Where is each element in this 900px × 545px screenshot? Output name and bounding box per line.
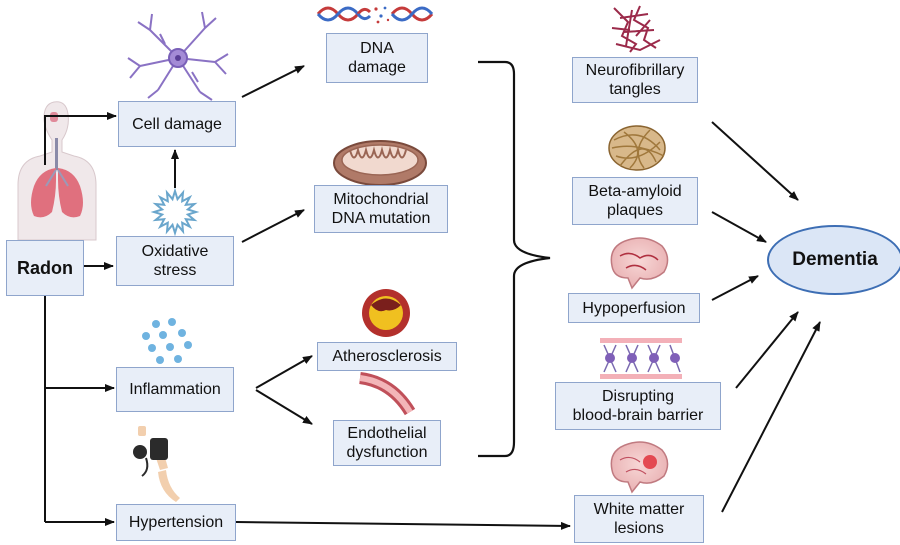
white-matter-line-2: lesions <box>614 520 664 537</box>
hypertension-box: Hypertension <box>116 504 236 541</box>
oxidative-stress-line-2: stress <box>153 262 197 279</box>
brain-lesion-icon <box>610 441 669 494</box>
hypoperfusion-box: Hypoperfusion <box>568 293 700 323</box>
inflammation-box: Inflammation <box>116 367 234 412</box>
white-matter-box: White matter lesions <box>574 495 704 543</box>
arrow-inflammation-endo <box>255 389 313 425</box>
arrow-amyloid-dementia <box>711 211 767 243</box>
human-lungs-icon <box>17 101 97 241</box>
arrow-inflammation-athero <box>255 355 313 389</box>
atherosclerosis-box: Atherosclerosis <box>317 342 457 371</box>
neurofibrillary-line-2: tangles <box>609 81 661 98</box>
neuron-icon <box>127 11 229 101</box>
radon-box: Radon <box>6 240 84 296</box>
bbb-line-1: Disrupting <box>601 388 675 405</box>
atherosclerosis-label: Atherosclerosis <box>332 348 442 365</box>
inflammation-label: Inflammation <box>129 381 221 398</box>
grouping-brace <box>478 60 551 458</box>
arrow-oxidative-mito <box>241 209 305 243</box>
endothelial-line-1: Endothelial <box>347 425 427 442</box>
arrow-hypoperfusion-dementia <box>711 275 759 301</box>
oxidative-stress-box: Oxidative stress <box>116 236 234 286</box>
cell-damage-label: Cell damage <box>132 115 222 133</box>
blood-brain-barrier-icon <box>600 338 682 379</box>
dna-helix-icon <box>316 6 434 24</box>
neurofibrillary-box: Neurofibrillary tangles <box>572 57 698 103</box>
dna-damage-line-1: DNA <box>360 40 394 57</box>
endothelial-line-2: dysfunction <box>346 444 428 461</box>
mitochondrial-box: Mitochondrial DNA mutation <box>314 185 448 233</box>
arrow-radon-cell-damage <box>44 112 117 165</box>
arrow-white-matter-dementia <box>721 321 821 513</box>
oxidative-burst-icon <box>150 187 200 237</box>
arrow-tangles-dementia <box>711 121 799 201</box>
tau-tangle-icon <box>611 5 661 53</box>
arrow-cell-dna <box>241 65 305 98</box>
hypoperfusion-label: Hypoperfusion <box>582 299 686 317</box>
endothelial-box: Endothelial dysfunction <box>333 420 441 466</box>
artery-plaque-icon <box>362 289 410 337</box>
beta-amyloid-line-2: plaques <box>606 202 664 219</box>
dementia-ellipse: Dementia <box>767 225 900 295</box>
cell-damage-box: Cell damage <box>118 101 236 147</box>
radon-label: Radon <box>17 257 73 278</box>
neurofibrillary-line-1: Neurofibrillary <box>585 62 685 79</box>
oxidative-stress-line-1: Oxidative <box>141 243 209 260</box>
brain-icon <box>610 237 669 290</box>
blood-vessel-icon <box>359 372 416 416</box>
mitochondrion-icon <box>333 140 427 186</box>
bbb-box: Disrupting blood-brain barrier <box>555 382 721 430</box>
connectors <box>44 60 821 530</box>
beta-amyloid-line-1: Beta-amyloid <box>588 183 682 200</box>
mitochondrial-line-1: Mitochondrial <box>333 191 429 208</box>
blood-pressure-cuff-icon <box>133 426 180 502</box>
dementia-label: Dementia <box>792 249 878 270</box>
inflammation-dots-icon <box>142 318 192 364</box>
arrow-bbb-dementia <box>735 311 799 389</box>
amyloid-plaque-icon <box>608 125 666 171</box>
hypertension-label: Hypertension <box>128 514 224 531</box>
dna-damage-line-2: damage <box>348 59 406 76</box>
mitochondrial-line-2: DNA mutation <box>331 210 431 227</box>
white-matter-line-1: White matter <box>593 501 685 518</box>
arrow-hypertension-white-matter <box>235 521 571 530</box>
beta-amyloid-box: Beta-amyloid plaques <box>572 177 698 225</box>
bbb-line-2: blood-brain barrier <box>572 407 704 424</box>
dna-damage-box: DNA damage <box>326 33 428 83</box>
